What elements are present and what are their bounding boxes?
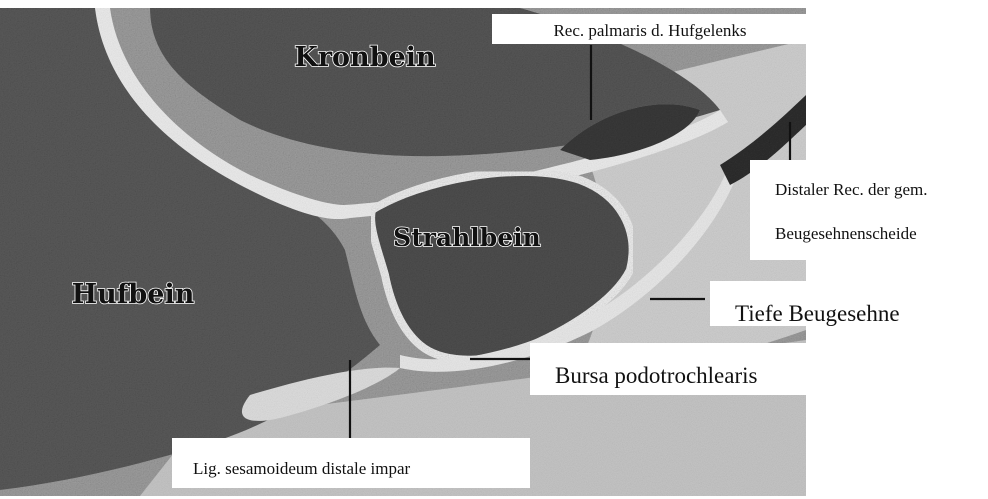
callout-lig-sesamoideum: Lig. sesamoideum distale impar (172, 438, 530, 488)
bursa-text: Bursa podotrochlearis (555, 363, 758, 388)
lig-sesamoideum-text: Lig. sesamoideum distale impar (193, 459, 411, 478)
callout-rec-palmaris: Rec. palmaris d. Hufgelenks (492, 14, 808, 44)
rec-palmaris-text: Rec. palmaris d. Hufgelenks (553, 21, 746, 40)
hufbein-label: Hufbein (72, 279, 195, 310)
distaler-rec-text-line2: Beugesehnenscheide (775, 224, 917, 243)
kronbein-label: Kronbein (294, 42, 436, 73)
drawing-area (0, 8, 806, 496)
callout-tiefe-beugesehne: Tiefe Beugesehne (710, 281, 988, 326)
tiefe-beugesehne-text: Tiefe Beugesehne (735, 301, 900, 326)
callout-bursa: Bursa podotrochlearis (530, 343, 828, 395)
strahlbein-label: Strahlbein (393, 223, 541, 252)
callout-distaler-rec: Distaler Rec. der gem. Beugesehnenscheid… (750, 160, 988, 260)
distaler-rec-text-line1: Distaler Rec. der gem. (775, 180, 927, 199)
